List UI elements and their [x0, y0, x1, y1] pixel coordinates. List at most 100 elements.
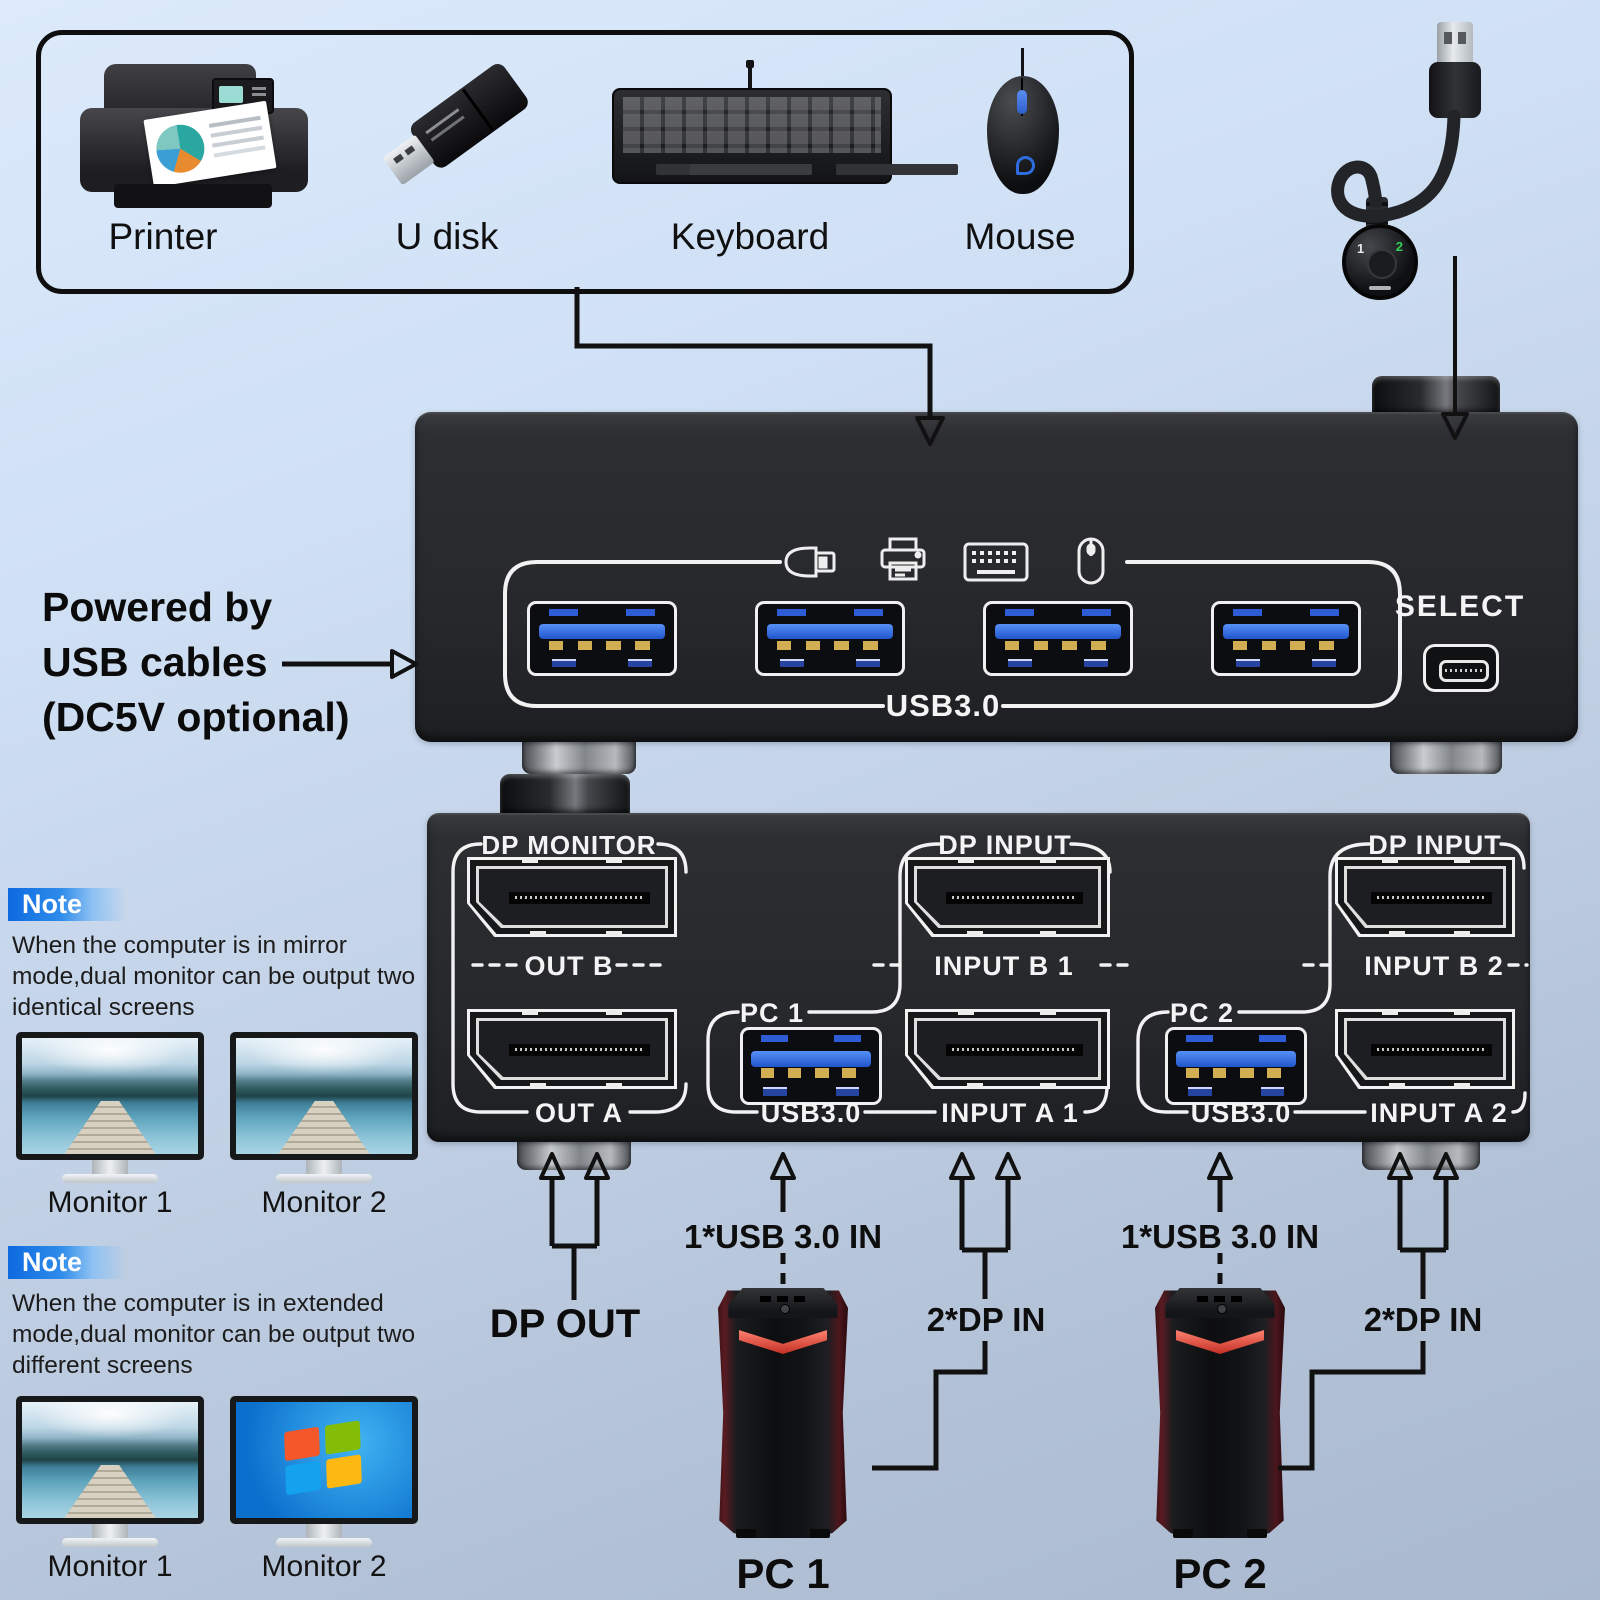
note1-monitor2-label: Monitor 2 — [261, 1186, 387, 1219]
dp-port-input-a1 — [905, 1009, 1110, 1089]
mouse-logo — [1016, 156, 1035, 175]
usb3-2-label: USB3.0 — [1190, 1098, 1292, 1128]
pc1-port-group-label: PC 1 — [739, 998, 805, 1028]
printer-icon — [880, 537, 926, 581]
power-note-line2: USB cables — [42, 639, 268, 685]
usb-plug-icon — [784, 546, 836, 578]
front-foot-right — [1390, 740, 1502, 774]
lake-wallpaper — [22, 1038, 198, 1154]
rear-foot-right — [1362, 1140, 1480, 1170]
note2-monitor2-label: Monitor 2 — [261, 1550, 387, 1583]
remote-switch-button: 1 2 — [1342, 224, 1418, 300]
remote-logo — [1369, 286, 1391, 290]
windows-wallpaper — [236, 1402, 412, 1518]
power-note: Powered by USB cables (DC5V optional) — [42, 580, 349, 745]
usb-port-cavity — [986, 604, 1130, 673]
usb-blue-tongue — [766, 624, 894, 640]
front-usb-port-4 — [1211, 601, 1361, 676]
usb-blue-tongue — [751, 1050, 871, 1067]
note1-line1: When the computer is in mirror — [12, 932, 347, 959]
printer-tray — [114, 184, 272, 208]
note1-line3: identical screens — [12, 994, 195, 1021]
rear-foot-left — [517, 1140, 631, 1170]
note1-line2: mode,dual monitor can be output two — [12, 963, 416, 990]
front-usb-port-2 — [755, 601, 905, 676]
dp-in-pc1-label: 2*DP IN — [926, 1301, 1046, 1338]
note2-line1: When the computer is in extended — [12, 1290, 384, 1317]
out-a-label: OUT A — [535, 1098, 623, 1128]
usb-blue-tongue — [1222, 624, 1350, 640]
note2-line3: different screens — [12, 1352, 193, 1379]
select-port — [1423, 644, 1499, 692]
input-a1-label: INPUT A 1 — [941, 1098, 1079, 1128]
dp-port-out-b — [467, 857, 677, 937]
usb-in-pc2-label: 1*USB 3.0 IN — [1120, 1218, 1320, 1255]
keyboard-body — [612, 88, 892, 184]
dp-port-input-b1 — [905, 857, 1110, 937]
front-usb-port-1 — [527, 601, 677, 676]
dp-port-out-a — [467, 1009, 677, 1089]
dp-input-2-label: DP INPUT — [1368, 830, 1502, 860]
mouse-icon — [1077, 537, 1105, 585]
keyboard-cable — [746, 60, 754, 90]
printer-label: Printer — [108, 216, 218, 257]
front-foot-left — [522, 740, 636, 774]
mouse-image — [975, 48, 1071, 200]
note1-badge: Note — [8, 888, 126, 921]
rear-panel-brackets — [451, 842, 1529, 1114]
remote-port2-indicator: 2 — [1395, 239, 1403, 254]
note2-monitor1-label: Monitor 1 — [47, 1550, 173, 1583]
input-b1-label: INPUT B 1 — [934, 951, 1074, 981]
usb-port-cavity — [530, 604, 674, 673]
note2-line2: mode,dual monitor can be output two — [12, 1321, 416, 1348]
dp-port-input-b2 — [1335, 857, 1515, 937]
pc2-port-group-label: PC 2 — [1169, 998, 1235, 1028]
remote-usb-plug-tip — [1437, 22, 1473, 66]
dp-port-input-a2 — [1335, 1009, 1515, 1089]
remote-port1-indicator: 1 — [1357, 241, 1365, 256]
usb-port-cavity — [1168, 1030, 1304, 1102]
pc2-tower-image — [1155, 1288, 1285, 1538]
input-b2-label: INPUT B 2 — [1364, 951, 1504, 981]
usb-port-cavity — [758, 604, 902, 673]
keyboard-image — [612, 60, 892, 186]
select-label: SELECT — [1394, 590, 1526, 623]
kvm-front-panel: USB3.0 SELECT — [415, 412, 1578, 742]
lake-wallpaper — [236, 1038, 412, 1154]
keyboard-spacebar — [690, 164, 812, 175]
front-panel-outline — [503, 560, 1402, 708]
note2-monitor1-image — [16, 1396, 204, 1547]
front-usb-group-label: USB3.0 — [885, 688, 1001, 723]
usb-blue-tongue — [994, 624, 1122, 640]
rear-knob — [500, 774, 630, 814]
pc1-tower-image — [718, 1288, 848, 1538]
dp-pin-slot — [946, 892, 1084, 905]
dp-monitor-label: DP MONITOR — [481, 830, 657, 860]
windows-logo — [284, 1420, 364, 1496]
note1-text: When the computer is in mirror mode,dual… — [12, 930, 415, 1023]
power-note-line3: (DC5V optional) — [42, 694, 350, 740]
dp-pin-slot — [1371, 1044, 1492, 1057]
power-note-line1: Powered by — [42, 584, 273, 630]
usb-blue-tongue — [1176, 1050, 1296, 1067]
front-select-knob — [1372, 376, 1500, 414]
note2-text: When the computer is in extended mode,du… — [12, 1288, 415, 1381]
udisk-image — [368, 52, 538, 212]
pc1-label: PC 1 — [736, 1550, 830, 1597]
keyboard-label: Keyboard — [670, 216, 830, 257]
keyboard-keys — [623, 97, 881, 153]
usb-port-cavity — [743, 1030, 879, 1102]
arrowhead-power — [390, 649, 418, 679]
pc2-label: PC 2 — [1173, 1550, 1267, 1597]
note1-monitor2-image — [230, 1032, 418, 1183]
dp-pin-slot — [509, 1044, 650, 1057]
note2-monitor2-image — [230, 1396, 418, 1547]
keyboard-icon — [963, 542, 1029, 582]
remote-press-button — [1367, 249, 1397, 279]
remote-cable — [1331, 109, 1461, 223]
remote-usb-plug-body — [1429, 62, 1481, 118]
note1-monitor1-image — [16, 1032, 204, 1183]
note1-monitor1-label: Monitor 1 — [47, 1186, 173, 1219]
input-a2-label: INPUT A 2 — [1370, 1098, 1508, 1128]
